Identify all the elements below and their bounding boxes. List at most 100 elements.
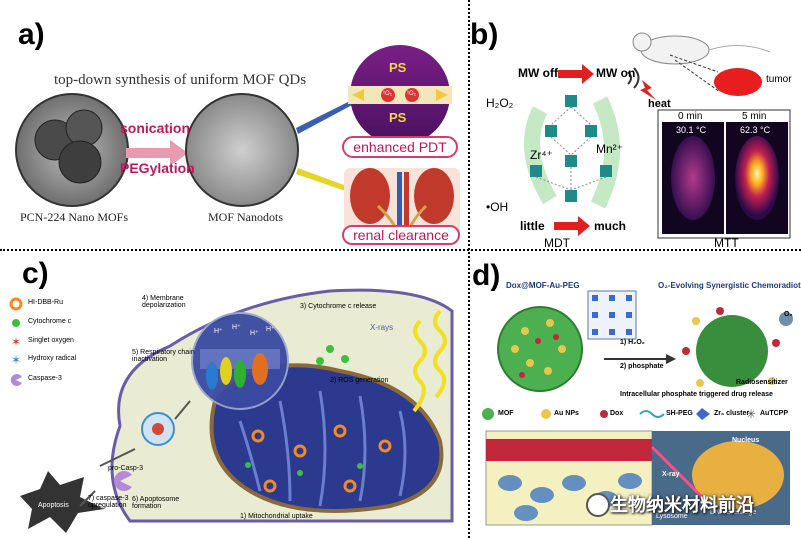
o2-label: O₂ — [784, 311, 793, 318]
legend-item-1: Cytochrome c — [28, 318, 72, 325]
legend-caspase-icon — [10, 374, 22, 386]
proton-label-1: H⁺ — [214, 328, 223, 335]
mw-off-label: MW off — [518, 66, 558, 80]
mn-label: Mn²⁺ — [596, 142, 623, 156]
step-1-label: 1) H₂O₂ — [620, 339, 645, 346]
tumor-label: tumor — [766, 74, 792, 85]
release-label: Intracellular phosphate triggered drug r… — [620, 391, 773, 398]
enhanced-pdt-pill: enhanced PDT — [342, 136, 458, 158]
legend-zr: Zr₆ cluster — [714, 410, 750, 417]
panel-c-label: c) — [22, 257, 49, 290]
horizontal-divider — [0, 249, 801, 251]
burst-sphere — [696, 315, 768, 387]
sonication-label: sonication — [120, 120, 191, 136]
title-left: Dox@MOF-Au-PEG — [506, 281, 580, 290]
panel-d-art: ✳ — [482, 290, 793, 526]
pegylation-label: PEGylation — [120, 160, 195, 176]
legend-au-icon — [541, 409, 551, 419]
dna-label: DNA Breakage — [710, 509, 757, 516]
ps-bottom-label: PS — [389, 110, 407, 125]
caspase-icon — [113, 471, 132, 491]
casp-up-label: 7) caspase-3 upregulation — [88, 495, 129, 509]
legend-red-star-icon: ✶ — [11, 335, 21, 349]
tem-image-right — [185, 93, 299, 207]
panel-b-label: b) — [470, 18, 499, 51]
legend-green-dot-icon — [12, 319, 20, 327]
legend-dox: Dox — [610, 410, 624, 417]
heat-bolt-icon — [640, 80, 656, 100]
vertical-divider — [468, 0, 470, 538]
legend-zr-icon — [696, 408, 710, 420]
legend-peg: SH-PEG — [666, 410, 693, 417]
radiosensitizer-label: Radiosensitizer — [736, 379, 788, 386]
o2-left-label: ¹O₂ — [383, 91, 392, 97]
time-5-label: 5 min — [742, 111, 767, 122]
temp-0-label: 30.1 °C — [676, 125, 707, 135]
xray-wave-1 — [412, 319, 427, 413]
legend-item-3: Hydroxy radical — [28, 355, 77, 362]
proton-label-3: H⁺ — [250, 330, 259, 337]
legend-autcpp: AuTCPP — [760, 410, 788, 417]
watermark-logo-icon — [586, 493, 610, 517]
oh-label: •OH — [486, 200, 509, 214]
ps-top-label: PS — [389, 60, 407, 75]
resp-chain-label: 5) Respiratory chain inactivation — [132, 349, 195, 363]
thermal-image-0min — [671, 136, 715, 220]
mof-lattice — [530, 95, 612, 202]
legend-item-4: Caspase-3 — [28, 375, 62, 382]
apoptosis-label: Apoptosis — [38, 502, 69, 509]
mitochondrion — [209, 363, 444, 513]
little-label: little — [520, 219, 545, 233]
legend-item-2: Singlet oxygen — [28, 337, 74, 344]
panel-a-title: top-down synthesis of uniform MOF QDs — [54, 72, 307, 88]
mw-arrow — [558, 64, 594, 84]
legend-blue-star-icon: ✶ — [11, 353, 21, 367]
panel-a-art — [15, 45, 460, 240]
left-caption: PCN-224 Nano MOFs — [20, 210, 129, 224]
proton-label-2: H⁺ — [232, 324, 241, 331]
ros-label: 2) ROS generation — [330, 377, 389, 384]
legend-mof-icon — [482, 408, 494, 420]
panel-a-label: a) — [18, 18, 45, 51]
cytochrome-release-label: 3) Cytochrome c release — [300, 303, 377, 310]
apoptosis-burst — [20, 471, 104, 533]
legend-ring-icon — [9, 297, 23, 311]
panel-c-art: ✶ ✶ — [9, 288, 454, 533]
renal-clearance-pill: renal clearance — [342, 225, 460, 245]
panel-d: d) ✳ — [470, 251, 801, 538]
panel-b: b) — [470, 0, 801, 249]
watermark: 生物纳米材料前沿 — [610, 495, 754, 516]
o2-right-label: ¹O₂ — [407, 91, 416, 97]
time-0-label: 0 min — [678, 111, 703, 122]
process-arrow — [126, 140, 188, 166]
proton-label-4: H⁺ — [266, 326, 275, 333]
xray-wave-2 — [433, 309, 447, 399]
lysosome-label: Lysosome — [656, 513, 688, 520]
panel-a: a) top-down synthesis of uniform MOF QDs — [0, 0, 468, 249]
right-caption: MOF Nanodots — [208, 210, 284, 224]
legend-mof: MOF — [498, 410, 514, 417]
little-much-arrow — [554, 216, 590, 236]
mw-on-label: MW on — [596, 66, 636, 80]
much-label: much — [594, 219, 627, 233]
legend-peg-icon — [639, 410, 665, 418]
panel-b-art — [524, 32, 791, 239]
nucleus-label: Nucleus — [732, 437, 760, 444]
panel-c: c) — [0, 251, 468, 538]
pro-casp-label: pro-Casp-3 — [108, 465, 144, 472]
xray-label: X-ray — [662, 471, 680, 478]
uptake-label: 1) Mitochondrial uptake — [240, 513, 313, 520]
tumor-icon — [714, 68, 762, 96]
h2o2-label: H₂O₂ — [486, 96, 514, 110]
membrane-label: 4) Membrane depolarization — [142, 295, 186, 309]
mof-sphere — [497, 306, 583, 392]
legend-autcpp-icon: ✳ — [746, 407, 756, 421]
heat-label: heat — [648, 98, 671, 110]
nucleus — [692, 441, 784, 509]
title-right: O₂-Evolving Synergistic Chemoradiotherap… — [658, 281, 801, 290]
step-2-label: 2) phosphate — [620, 363, 664, 370]
mdt-label: MDT — [544, 236, 570, 249]
thermal-image-5min — [735, 136, 779, 220]
apoptosome-label: 6) Apoptosome formation — [132, 496, 180, 510]
temp-5-label: 62.3 °C — [740, 125, 771, 135]
